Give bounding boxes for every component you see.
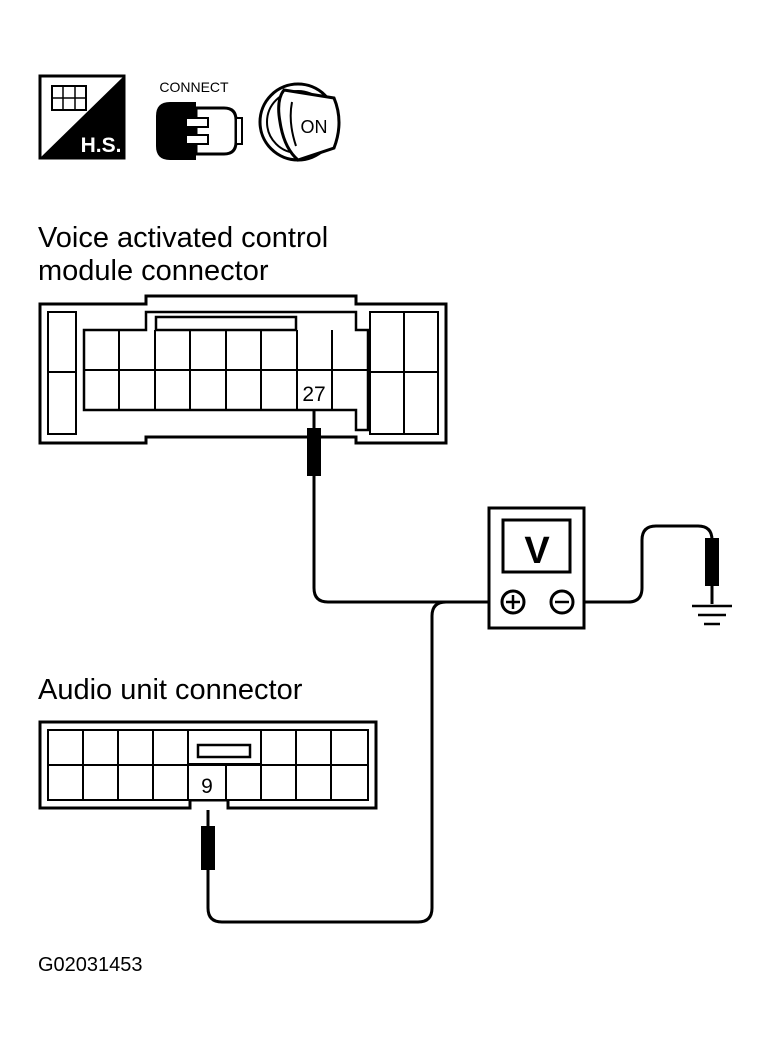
voltmeter: V: [487, 506, 586, 630]
ignition-on-label: ON: [301, 117, 328, 137]
wire-ground: [576, 524, 714, 604]
probe-tip-terminal-9: [201, 826, 215, 870]
connect-icon: CONNECT: [156, 79, 243, 160]
ground-icon: [692, 604, 732, 626]
wire-terminal-27: [312, 410, 497, 604]
wiring: [206, 410, 714, 924]
audio-connector-title: Audio unit connector: [38, 674, 303, 706]
figure-id: G02031453: [38, 954, 143, 976]
voltmeter-label: V: [524, 530, 550, 572]
audio-connector: 9: [38, 720, 378, 810]
harness-side-icon: H.S.: [38, 74, 126, 160]
ignition-key-icon: ON: [258, 82, 341, 162]
wire-terminal-9: [206, 600, 497, 924]
negative-terminal-icon: [549, 589, 575, 615]
probe-tip-terminal-27: [307, 428, 321, 476]
vacm-connector-title-line1: Voice activated control: [38, 222, 328, 254]
vacm-terminal-number: 27: [302, 383, 325, 406]
vacm-connector: 27: [38, 294, 448, 445]
audio-terminal-number: 9: [201, 775, 213, 798]
connect-label: CONNECT: [159, 79, 229, 95]
vacm-connector-title-line2: module connector: [38, 255, 269, 287]
hs-label: H.S.: [81, 134, 122, 157]
positive-terminal-icon: [500, 589, 526, 615]
probe-tip-ground: [705, 538, 719, 586]
